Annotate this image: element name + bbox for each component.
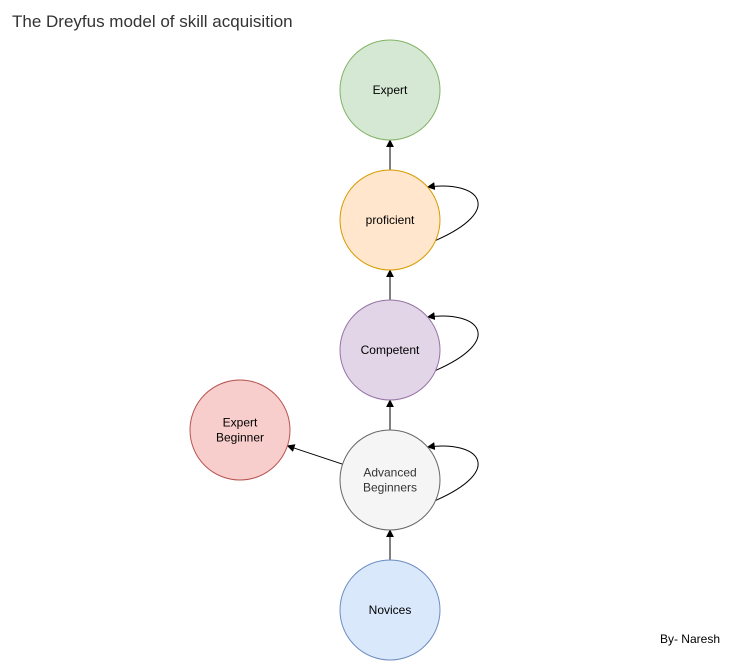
node-expert-circle	[339, 39, 441, 141]
author-credit: By- Naresh	[659, 632, 720, 646]
edge-competent-to-competent	[426, 312, 479, 371]
edges-layer	[286, 139, 479, 560]
diagram-title: The Dreyfus model of skill acquisition	[12, 12, 293, 31]
node-competent-label: Competent	[361, 343, 420, 357]
node-proficient-label: proficient	[366, 213, 415, 227]
edge-advanced-beginners-to-expert-beginner	[286, 444, 343, 465]
edge-advanced-beginners-to-advanced-beginners	[426, 442, 479, 501]
edge-proficient-to-proficient	[426, 182, 479, 241]
node-advanced-beginners-label: Advanced	[363, 466, 416, 480]
node-competent: Competent	[339, 299, 441, 401]
node-novices-label: Novices	[369, 603, 412, 617]
node-competent-circle	[339, 299, 441, 401]
node-novices: Novices	[339, 559, 441, 661]
node-proficient: proficient	[339, 169, 441, 271]
node-expert-beginner-label: Expert	[223, 416, 258, 430]
node-expert-beginner-label: Beginner	[216, 431, 264, 445]
node-expert: Expert	[339, 39, 441, 141]
node-expert-beginner-circle	[189, 379, 291, 481]
node-expert-label: Expert	[373, 83, 408, 97]
node-advanced-beginners-label: Beginners	[363, 481, 417, 495]
node-novices-circle	[339, 559, 441, 661]
node-advanced-beginners-circle	[339, 429, 441, 531]
nodes-layer: ExpertproficientCompetentExpertBeginnerA…	[189, 39, 441, 661]
node-proficient-circle	[339, 169, 441, 271]
